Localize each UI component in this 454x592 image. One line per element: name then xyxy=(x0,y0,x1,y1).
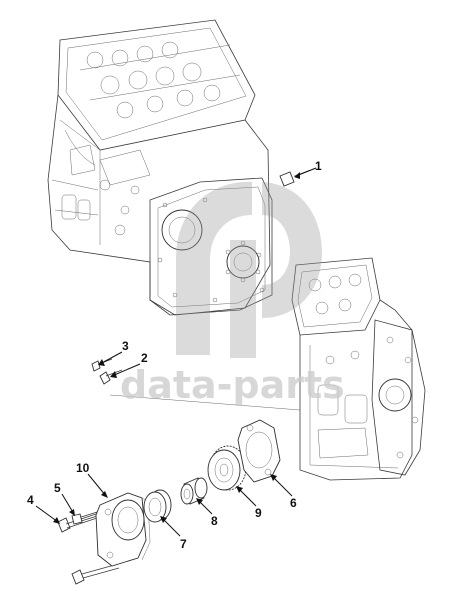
callout-6-label: 6 xyxy=(290,496,297,510)
bearing-7 xyxy=(143,489,172,523)
callout-7: 7 xyxy=(160,516,187,551)
exploded-components xyxy=(57,358,281,585)
callout-4-label: 4 xyxy=(27,493,34,507)
callout-2-label: 2 xyxy=(141,351,148,365)
watermark-text: data-parts xyxy=(120,363,345,407)
callout-2: 2 xyxy=(110,351,148,378)
housing-10 xyxy=(95,492,151,567)
callout-9-label: 9 xyxy=(255,506,262,520)
stud-lower xyxy=(71,563,120,585)
callout-3: 3 xyxy=(98,339,129,366)
engine-block-main xyxy=(47,19,311,316)
watermark-logo xyxy=(176,181,322,358)
engine-block-detail xyxy=(109,257,426,481)
fasteners-2-3 xyxy=(91,358,123,385)
callout-1-label: 1 xyxy=(315,159,322,173)
callout-6: 6 xyxy=(270,474,297,510)
callout-5-label: 5 xyxy=(54,481,61,495)
callout-9: 9 xyxy=(236,486,262,520)
callout-7-label: 7 xyxy=(180,537,187,551)
gasket-6 xyxy=(237,419,281,483)
callout-8-label: 8 xyxy=(211,514,218,528)
callout-10-label: 10 xyxy=(76,461,90,475)
bushing-8 xyxy=(180,477,208,505)
callout-4: 4 xyxy=(27,493,60,524)
callout-8: 8 xyxy=(196,498,218,528)
watermark: data-parts xyxy=(120,181,345,407)
callouts: 1 2 3 4 5 6 xyxy=(27,159,322,551)
callout-5: 5 xyxy=(54,481,75,516)
callout-3-label: 3 xyxy=(122,339,129,353)
callout-1: 1 xyxy=(294,159,322,179)
callout-10: 10 xyxy=(76,461,108,498)
gear-9 xyxy=(207,445,247,491)
